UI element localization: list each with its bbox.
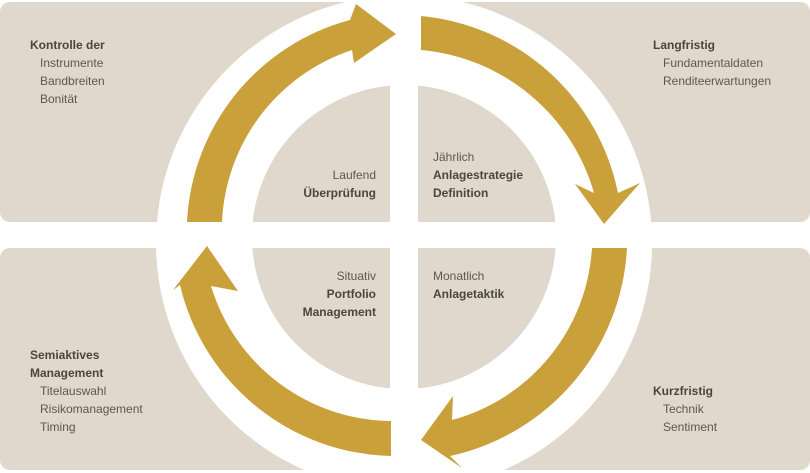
inner-label-top-left: Laufend Überprüfung <box>303 166 376 202</box>
corner-item: Bonität <box>40 92 78 106</box>
inner-label-top-right: Jährlich Anlagestrategie Definition <box>433 148 523 202</box>
inner-frequency: Monatlich <box>433 269 485 283</box>
corner-title: Kontrolle der <box>30 38 105 52</box>
corner-item: Risikomanagement <box>40 402 143 416</box>
corner-item: Technik <box>663 402 704 416</box>
corner-title: Management <box>30 366 104 380</box>
inner-title: Management <box>302 305 376 319</box>
corner-item: Timing <box>40 420 76 434</box>
corner-item: Sentiment <box>663 420 718 434</box>
inner-frequency: Laufend <box>332 168 376 182</box>
inner-title: Definition <box>433 186 489 200</box>
inner-title: Anlagestrategie <box>433 168 524 182</box>
corner-bottom-left: Semiaktives Management Titelauswahl Risi… <box>30 346 143 436</box>
inner-label-bottom-right: Monatlich Anlagetaktik <box>433 267 504 303</box>
inner-title: Überprüfung <box>303 186 376 200</box>
inner-title: Anlagetaktik <box>433 287 505 301</box>
inner-label-bottom-left: Situativ Portfolio Management <box>303 267 376 321</box>
corner-bottom-right: Kurzfristig Technik Sentiment <box>653 382 717 436</box>
corner-title: Kurzfristig <box>653 384 713 398</box>
corner-top-left: Kontrolle der Instrumente Bandbreiten Bo… <box>30 36 105 108</box>
inner-frequency: Jährlich <box>433 150 475 164</box>
corner-item: Titelauswahl <box>40 384 107 398</box>
corner-title: Semiaktives <box>30 348 100 362</box>
cycle-arrow-bottom-left-icon <box>173 246 391 456</box>
cycle-arrow-bottom-right-icon <box>421 248 627 468</box>
cycle-arrow-top-left-icon <box>187 4 396 222</box>
cycle-arrow-top-right-icon <box>421 16 640 224</box>
inner-title: Portfolio <box>326 287 376 301</box>
corner-item: Renditeerwartungen <box>663 74 772 88</box>
corner-title: Langfristig <box>653 38 715 52</box>
inner-frequency: Situativ <box>336 269 376 283</box>
corner-item: Bandbreiten <box>40 74 105 88</box>
corner-item: Fundamentaldaten <box>663 56 764 70</box>
corner-top-right: Langfristig Fundamentaldaten Renditeerwa… <box>653 36 771 90</box>
corner-item: Instrumente <box>40 56 104 70</box>
